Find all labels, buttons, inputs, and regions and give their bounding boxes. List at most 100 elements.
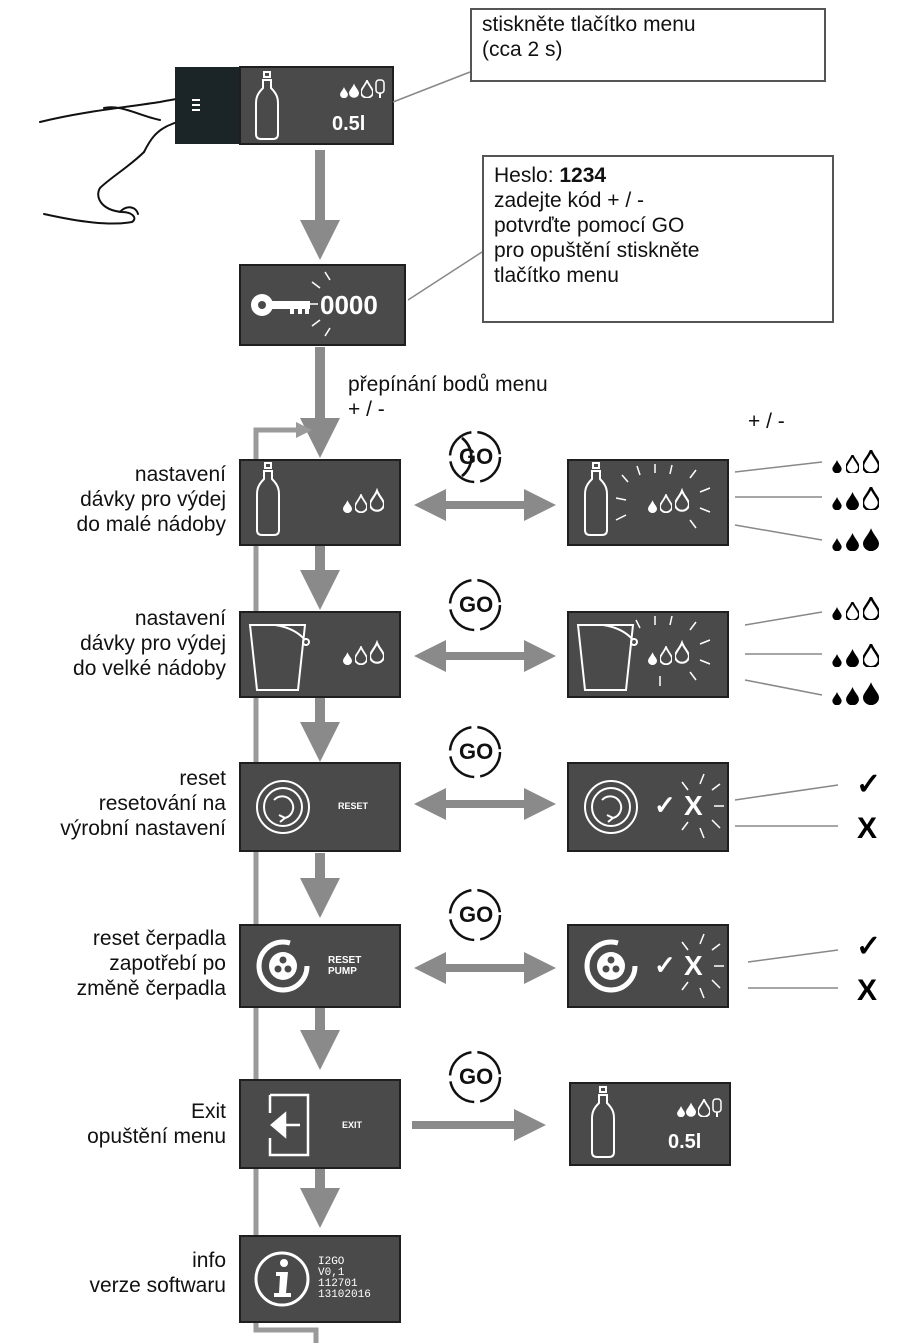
loop-arrowhead xyxy=(296,422,312,438)
step-label-large-container: nastavení dávky pro výdej do velké nádob… xyxy=(73,606,226,681)
option-check-mark: ✓ xyxy=(856,768,882,801)
menu-button-icon xyxy=(192,99,200,111)
option-x-mark: X xyxy=(857,974,878,1007)
label-line: reset čerpadla xyxy=(92,927,226,950)
label-line: zapotřebí po xyxy=(109,952,226,975)
note-leader xyxy=(392,71,471,103)
label-line: do velké nádoby xyxy=(73,657,226,680)
blink-rays xyxy=(615,464,711,529)
screen-x-mark: X xyxy=(684,790,703,821)
label-line: výrobní nastavení xyxy=(60,817,226,840)
bottle-icon xyxy=(591,1086,615,1158)
note-line: zadejte kód + / - xyxy=(494,189,645,212)
go-label: GO xyxy=(459,1064,494,1089)
blink-rays xyxy=(635,615,711,686)
version-line: I2GO xyxy=(318,1256,345,1268)
go-icon xyxy=(448,725,502,779)
small-container-screen xyxy=(239,459,401,546)
large-container-edit-screen xyxy=(567,611,729,698)
label-line: do malé nádoby xyxy=(76,513,226,536)
note-line: stiskněte tlačítko menu xyxy=(482,13,696,36)
step-label-info: info verze softwaru xyxy=(89,1248,226,1298)
reset-icon xyxy=(584,780,638,834)
menu-button-panel xyxy=(175,67,240,144)
choice-leader-lines xyxy=(747,949,839,989)
screen-x-mark: X xyxy=(684,950,703,981)
blink-rays xyxy=(308,271,331,337)
level-leader-lines xyxy=(734,461,823,541)
switch-label-line: přepínání bodů menu xyxy=(348,373,548,396)
software-version-text: I2GO V0,1 112701 13102016 xyxy=(318,1257,371,1301)
go-label: GO xyxy=(459,902,494,927)
step-label-exit: Exit opuštění menu xyxy=(87,1099,226,1149)
home-screen xyxy=(569,1082,731,1166)
plus-minus-label: + / - xyxy=(748,410,785,433)
reset-pump-screen-text: RESET PUMP xyxy=(328,955,361,977)
blink-rays xyxy=(681,773,724,839)
bucket-icon xyxy=(576,624,638,691)
bottle-icon xyxy=(584,462,608,536)
go-icon xyxy=(448,578,502,632)
label-line: nastavení xyxy=(134,463,226,486)
switch-label-line: + / - xyxy=(348,398,385,421)
label-line: info xyxy=(192,1249,226,1272)
drops-level-icon xyxy=(677,1098,722,1117)
exit-screen-text: EXIT xyxy=(342,1120,363,1130)
choice-leader-lines xyxy=(734,784,839,827)
label-line: verze softwaru xyxy=(89,1274,226,1297)
pump-icon xyxy=(256,939,310,993)
bottle-icon xyxy=(255,71,279,140)
level-leader-lines xyxy=(744,611,823,696)
bottle-icon xyxy=(256,462,280,536)
password-label: Heslo: xyxy=(494,164,560,187)
go-icon xyxy=(448,430,502,484)
press-menu-note: stiskněte tlačítko menu (cca 2 s) xyxy=(470,8,826,82)
go-icon xyxy=(448,1050,502,1104)
hand-pointer-icon xyxy=(39,97,200,225)
drop-level-options xyxy=(832,597,879,705)
go-label: GO xyxy=(459,592,494,617)
reset-pump-screen xyxy=(239,924,401,1008)
code-readout: 0000 xyxy=(320,290,378,320)
exit-icon xyxy=(268,1093,310,1157)
bucket-icon xyxy=(248,624,310,691)
blink-rays xyxy=(681,933,724,999)
go-label: GO xyxy=(459,444,494,469)
small-container-edit-screen xyxy=(567,459,729,546)
screen-check-mark: ✓ xyxy=(654,790,676,820)
label-line: změně čerpadla xyxy=(76,977,226,1000)
option-x-mark: X xyxy=(857,812,878,845)
screen-text-line: PUMP xyxy=(328,966,357,977)
go-label: GO xyxy=(459,739,494,764)
label-line: nastavení xyxy=(134,607,226,630)
key-icon xyxy=(251,294,310,316)
step-label-reset-pump: reset čerpadla zapotřebí po změně čerpad… xyxy=(77,926,226,1001)
password-note: Heslo: 1234 zadejte kód + / - potvrďte p… xyxy=(482,155,834,323)
note-leader xyxy=(407,251,483,301)
note-line: pro opuštění stiskněte xyxy=(494,239,700,262)
version-line: 13102016 xyxy=(318,1289,371,1301)
drops-level-icon xyxy=(340,79,385,98)
reset-confirm-screen xyxy=(567,762,729,852)
switch-label: přepínání bodů menu + / - xyxy=(348,372,548,422)
drop-level-options xyxy=(832,450,879,551)
version-line: 112701 xyxy=(318,1278,358,1290)
go-icon xyxy=(448,888,502,942)
volume-readout: 0.5l xyxy=(332,113,366,135)
reset-screen-text: RESET xyxy=(338,801,369,811)
reset-icon xyxy=(256,780,310,834)
reset-pump-confirm-screen xyxy=(567,924,729,1008)
reset-screen xyxy=(239,762,401,852)
label-line: opuštění menu xyxy=(87,1125,226,1148)
note-line: potvrďte pomocí GO xyxy=(494,214,685,237)
volume-readout: 0.5l xyxy=(668,1131,702,1153)
note-line: (cca 2 s) xyxy=(482,38,563,61)
version-line: V0,1 xyxy=(318,1267,345,1279)
password-value: 1234 xyxy=(559,164,607,187)
label-line: reset xyxy=(179,767,226,790)
screen-text-line: RESET xyxy=(328,955,362,966)
exit-screen xyxy=(239,1079,401,1169)
info-icon xyxy=(254,1251,310,1307)
screen-check-mark: ✓ xyxy=(654,950,676,980)
step-label-small-container: nastavení dávky pro výdej do malé nádoby xyxy=(77,462,226,537)
